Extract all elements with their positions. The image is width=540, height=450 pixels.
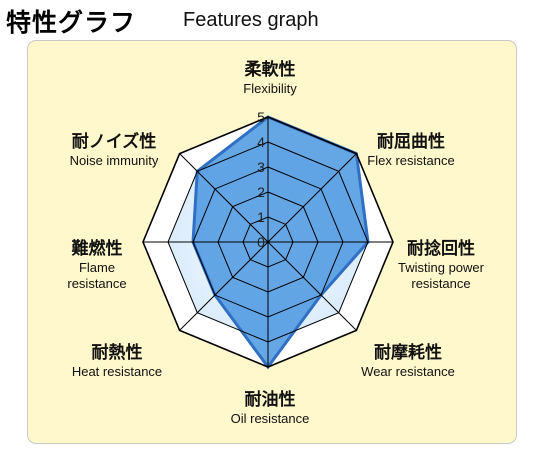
- axis-label-en: Heat resistance: [72, 364, 162, 379]
- radar-grid: [142, 116, 394, 368]
- axis-label-en: Flexibility: [243, 81, 297, 96]
- header: 特性グラフ Features graph: [0, 0, 540, 40]
- axis-label-en: Noise immunity: [70, 153, 159, 168]
- radar-spoke: [179, 153, 269, 243]
- axis-label-jp: 耐摩耗性: [374, 342, 442, 363]
- axis-label-en: resistance: [67, 276, 126, 291]
- radar-tick-label: 1: [257, 209, 265, 225]
- axis-label-en: Wear resistance: [361, 364, 455, 379]
- axis-label-en: Flame: [79, 260, 115, 275]
- axis-label-jp: 耐屈曲性: [377, 131, 445, 152]
- radar-tick-label: 3: [257, 159, 265, 175]
- axis-label-jp: 耐ノイズ性: [72, 131, 157, 152]
- axis-label-jp: 耐油性: [245, 389, 296, 410]
- radar-spoke: [267, 241, 357, 331]
- radar-spoke: [179, 241, 269, 331]
- axis-label-jp: 耐熱性: [92, 342, 143, 363]
- axis-label-en: resistance: [411, 276, 470, 291]
- radar-tick-label: 0: [257, 234, 265, 250]
- radar-tick-label: 2: [257, 184, 265, 200]
- heading-english: Features graph: [183, 9, 319, 31]
- radar-spoke: [267, 153, 357, 243]
- radar-tick-labels: 0 1 2 3 4 5: [257, 109, 265, 250]
- radar-tick-label: 5: [257, 109, 265, 125]
- axis-label-jp: 耐捻回性: [407, 238, 475, 259]
- radar-tick-label: 4: [257, 134, 265, 150]
- axis-label-en: Oil resistance: [231, 411, 310, 426]
- axis-label-en: Flex resistance: [367, 153, 454, 168]
- axis-label-jp: 難燃性: [72, 238, 123, 259]
- axis-label-en: Twisting power: [398, 260, 485, 275]
- heading-japanese: 特性グラフ: [6, 8, 137, 37]
- axis-label-jp: 柔軟性: [245, 59, 296, 80]
